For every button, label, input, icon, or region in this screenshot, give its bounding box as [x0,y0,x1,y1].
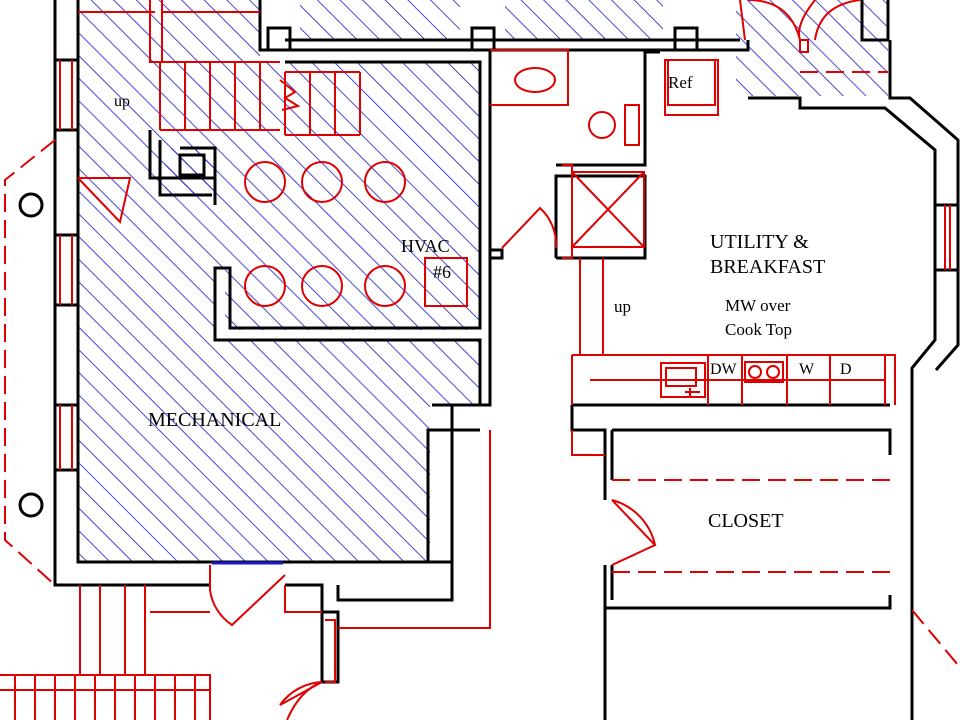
label-hvac: HVAC [401,236,450,256]
label-ref: Ref [668,73,693,92]
label-utility-line1: UTILITY & [710,231,809,253]
label-up-stairs: up [114,93,130,110]
label-dishwasher: DW [710,361,738,378]
label-mw-line2: Cook Top [725,320,792,339]
hatched-areas [78,0,888,562]
room-labels: up Ref HVAC #6 UTILITY & BREAKFAST up MW… [114,73,852,532]
label-utility-line2: BREAKFAST [710,256,825,278]
label-hvac-number: #6 [433,262,451,282]
label-mw-line1: MW over [725,296,791,315]
walls [18,0,960,720]
label-closet: CLOSET [708,510,784,532]
label-up-corridor: up [614,297,631,316]
label-mechanical: MECHANICAL [148,409,281,431]
label-dryer: D [840,361,852,378]
label-washer: W [799,361,815,378]
